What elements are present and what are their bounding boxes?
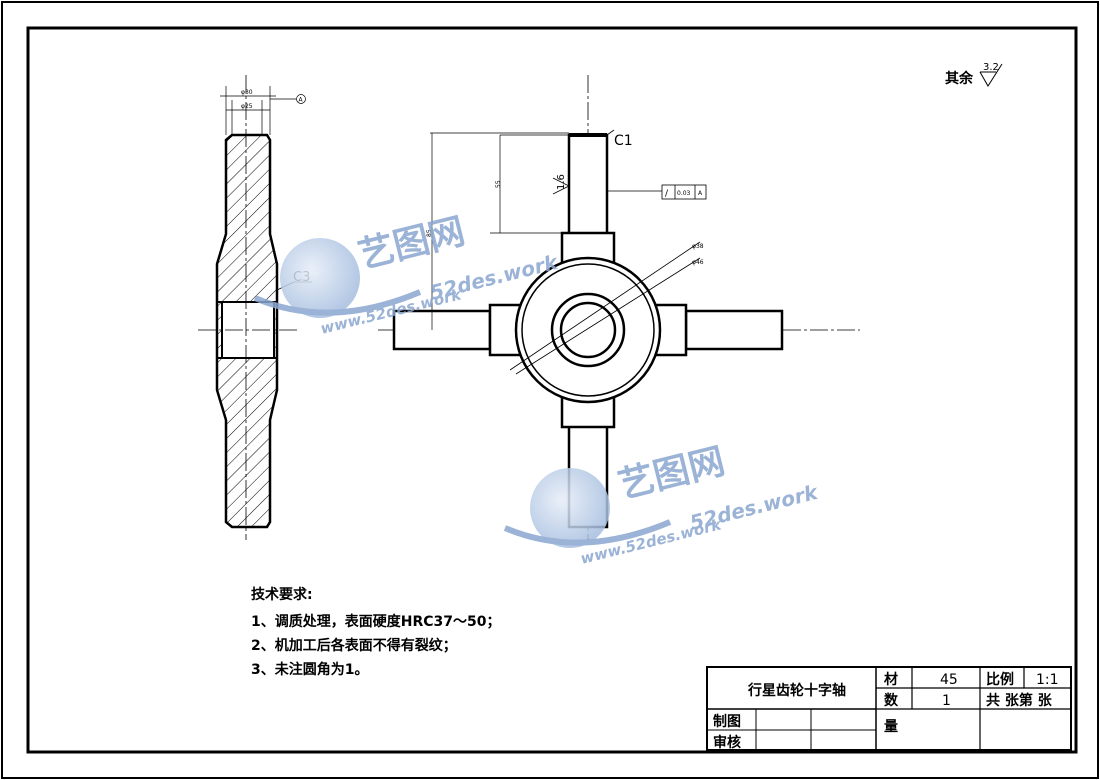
weight-label: 量 [884,719,898,735]
material-label: 材 [884,671,898,688]
shoulder-top [560,231,616,265]
arm-top [567,133,609,237]
checked-by-label: 审核 [713,734,741,751]
side-dim-outer: φ30 [241,89,253,96]
tech-item-2: 2、机加工后各表面不得有裂纹； [251,637,457,654]
inner-frame [26,26,1078,754]
tolerance-datum: A [698,190,703,197]
tolerance-symbol: / [665,189,669,199]
surface-note-value: 3.2 [983,62,999,73]
front-roughness-value: 1.6 [556,174,567,190]
watermark-brand: 艺图网 [354,211,469,277]
watermark-bottom: 艺图网 52des.work www.52des.work [503,441,822,568]
quantity-value: 1 [942,693,951,709]
front-chamfer-label: C1 [614,133,633,149]
material-value: 45 [940,672,958,688]
title-block: 行星齿轮十字轴 材 45 比例 1:1 数 1 共 张第 张 量 制图 审核 [706,666,1072,751]
tolerance-value: 0.03 [677,190,691,197]
quantity-label: 数 [884,692,899,709]
front-dia-2: φ46 [692,259,704,266]
arm-right [684,309,784,351]
watermark-globe-icon [530,468,610,548]
drawn-by-label: 制图 [713,713,741,730]
hub-inner [521,263,655,397]
part-name: 行星齿轮十字轴 [747,682,846,699]
tech-item-1: 1、调质处理，表面硬度HRC37～50； [251,613,500,630]
surface-note-label: 其余 [945,70,974,87]
sheet-count: 共 张第 张 [986,692,1053,709]
watermark-globe-icon [280,238,360,318]
tech-title: 技术要求: [251,586,313,603]
datum-circle-icon [296,94,306,104]
front-dim-85: 85 [426,229,433,237]
hub-outer [514,256,662,404]
roughness-symbol-icon [979,63,1003,87]
surface-roughness-note: 其余 3.2 [945,62,1003,87]
side-dim-inner: φ25 [241,103,253,110]
side-datum-letter: A [299,97,304,104]
front-dim-55: 55 [495,180,502,188]
watermark-brand: 艺图网 [614,441,729,507]
scale-value: 1:1 [1036,672,1059,688]
tech-item-3: 3、未注圆角为1。 [251,661,368,678]
front-cross-view: 55 85 C1 1.6 / 0.03 A φ38 φ46 [378,75,860,540]
roughness-1-6-icon [552,177,570,195]
bore-outer [550,292,626,368]
front-dia-1: φ38 [692,243,704,250]
arm-left [392,309,492,351]
tech-requirements: 技术要求: 1、调质处理，表面硬度HRC37～50； 2、机加工后各表面不得有裂… [251,586,500,678]
scale-label: 比例 [986,671,1014,688]
bore-inner [559,301,617,359]
